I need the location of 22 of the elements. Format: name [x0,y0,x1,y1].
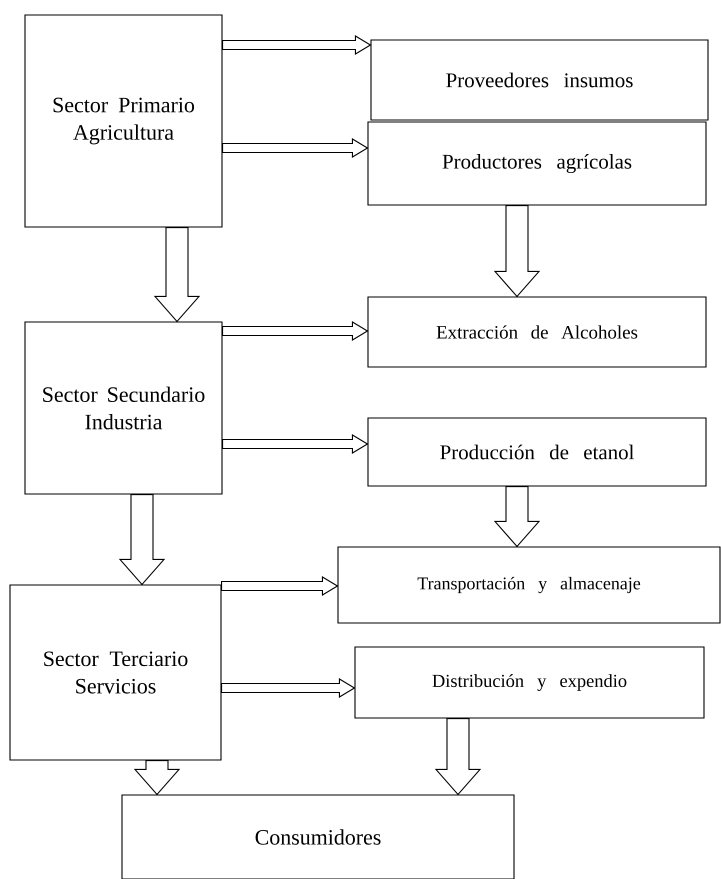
process-box: Proveedores insumos [370,39,709,121]
block-arrow [221,678,356,698]
block-arrow [222,321,369,341]
block-arrow [222,138,369,158]
block-arrow [222,35,372,55]
block-arrow [434,718,482,796]
process-box: Transportación y almacenaje [337,546,721,624]
process-box: Extracción de Alcoholes [367,296,707,368]
sector-box: Sector Terciario Servicios [9,584,222,761]
block-arrow [118,494,166,586]
process-box: Producción de etanol [367,417,707,487]
block-arrow [221,576,339,596]
process-box: Distribución y expendio [354,646,705,719]
block-arrow [494,205,540,298]
block-arrow [494,486,540,548]
block-arrow [134,760,180,796]
block-arrow [154,227,200,322]
process-box: Consumidores [121,794,515,879]
process-box: Productores agrícolas [367,121,707,206]
sector-box: Sector Primario Agricultura [24,14,223,228]
block-arrow [222,434,369,454]
sector-box: Sector Secundario Industria [24,321,223,495]
